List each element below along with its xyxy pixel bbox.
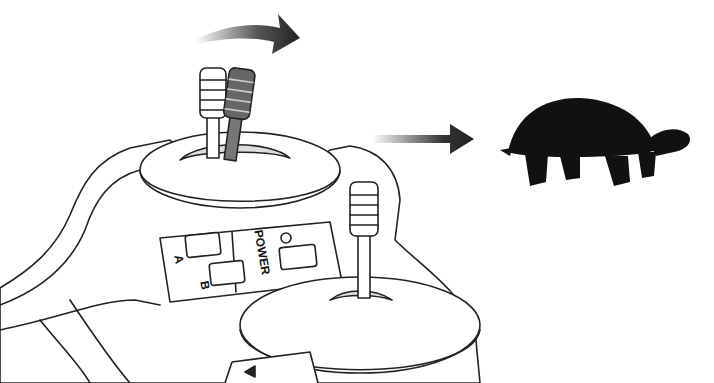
joystick xyxy=(358,230,370,298)
button xyxy=(209,260,245,285)
grip xyxy=(70,300,130,383)
turtle-icon xyxy=(500,98,690,186)
grip-rings xyxy=(225,79,253,112)
indicator-led xyxy=(281,233,291,243)
trim-button xyxy=(225,352,318,383)
stick-dome xyxy=(140,132,340,208)
direction-arrow xyxy=(372,124,474,154)
button xyxy=(185,232,221,257)
joystick-grip xyxy=(223,67,256,120)
grip-rings xyxy=(350,195,378,225)
panel-label: A xyxy=(172,254,185,265)
joystick-grip xyxy=(350,182,378,236)
button xyxy=(279,244,317,270)
motion-arrow xyxy=(195,14,300,54)
grip-rings xyxy=(200,80,226,110)
dome-rim xyxy=(140,172,340,201)
panel-label: B xyxy=(198,280,211,291)
trim-arrow xyxy=(245,366,255,377)
grip xyxy=(40,320,90,383)
joystick-ghost-grip xyxy=(200,68,226,118)
body-edge xyxy=(0,170,140,305)
